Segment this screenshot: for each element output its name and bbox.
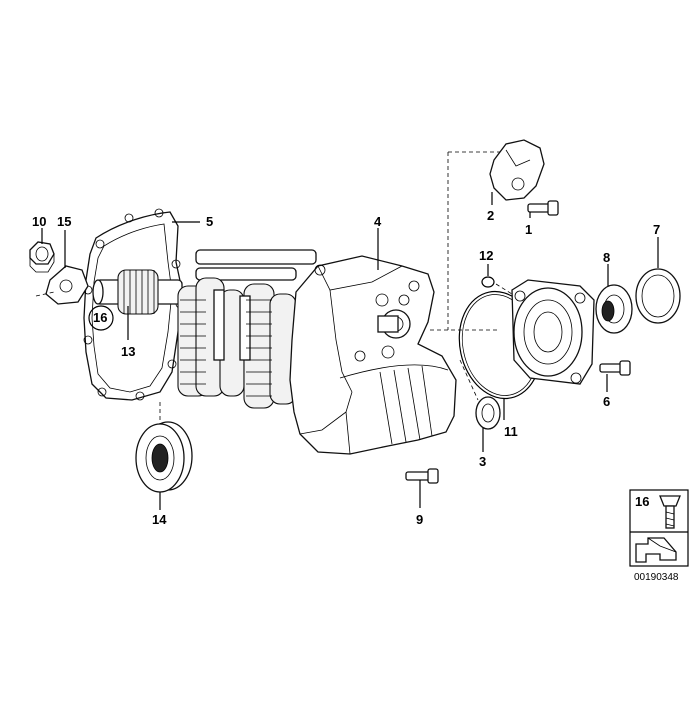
reference-number: 00190348 xyxy=(634,572,679,583)
callout-10[interactable]: 10 xyxy=(32,214,46,229)
callout-11[interactable]: 11 xyxy=(504,424,518,439)
callout-6[interactable]: 6 xyxy=(603,394,610,409)
callout-3[interactable]: 3 xyxy=(479,454,486,469)
nut-10[interactable] xyxy=(29,241,55,273)
callout-15[interactable]: 15 xyxy=(57,214,71,229)
callout-16-circle xyxy=(88,305,114,331)
bolt-1[interactable] xyxy=(527,200,559,216)
direction-arrow-icon xyxy=(635,537,677,563)
bearing-14[interactable] xyxy=(135,421,193,493)
screw-icon xyxy=(659,495,681,529)
callout-2[interactable]: 2 xyxy=(487,208,494,223)
seal-8[interactable] xyxy=(595,284,633,334)
bolt-9[interactable] xyxy=(405,468,439,484)
callout-4[interactable]: 4 xyxy=(374,214,382,229)
ring-7[interactable] xyxy=(635,268,681,324)
leader-lines xyxy=(35,151,659,510)
gear-cluster[interactable] xyxy=(177,249,317,409)
o-ring-12[interactable] xyxy=(481,276,495,288)
plate-15[interactable] xyxy=(45,265,89,305)
callout-8[interactable]: 8 xyxy=(603,250,610,265)
callout-1[interactable]: 1 xyxy=(525,222,532,237)
callout-13[interactable]: 13 xyxy=(121,344,135,359)
legend-number: 16 xyxy=(635,494,649,509)
legend-box: 16 xyxy=(629,489,689,567)
callout-labels: 10 15 5 4 16 13 14 9 3 11 2 1 12 8 7 6 xyxy=(32,208,660,527)
gearbox-housing-4[interactable] xyxy=(289,255,457,455)
callout-5[interactable]: 5 xyxy=(206,214,213,229)
output-flange-housing[interactable] xyxy=(511,279,595,385)
callout-12[interactable]: 12 xyxy=(479,248,493,263)
callout-14[interactable]: 14 xyxy=(152,512,167,527)
callout-9[interactable]: 9 xyxy=(416,512,423,527)
callout-16-inline[interactable]: 16 xyxy=(93,310,107,325)
seal-3[interactable] xyxy=(475,396,501,430)
bolt-6[interactable] xyxy=(599,360,631,376)
sensor-2[interactable] xyxy=(489,139,545,201)
callout-7[interactable]: 7 xyxy=(653,222,660,237)
